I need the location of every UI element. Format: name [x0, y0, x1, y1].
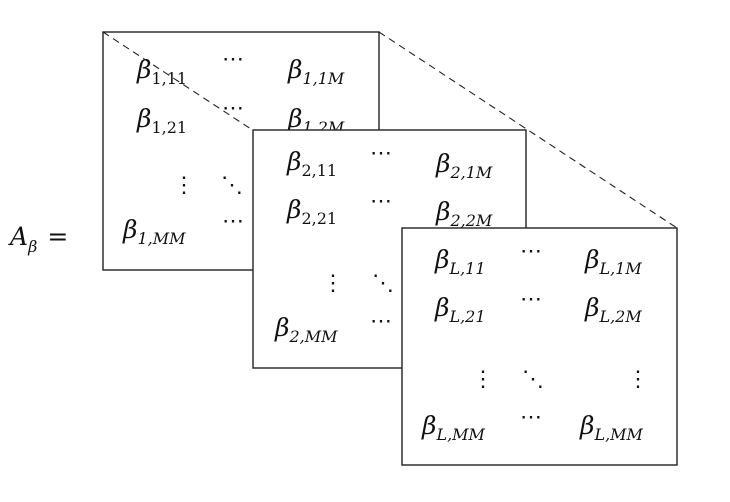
- matrix-L-entry-r1-c2: βL,1M: [584, 245, 642, 278]
- lhs-subscript: β: [27, 237, 37, 256]
- matrix-2-entries: β2,11 ⋯ β2,1M β2,21 ⋯ β2,2M ⋮ ⋱ β2,MM ⋯: [274, 141, 493, 346]
- matrix-1-hdots-r3: ⋯: [222, 209, 244, 234]
- matrix-L-entry-r2-c2: βL,2M: [584, 293, 642, 326]
- matrix-2-hdots-r3: ⋯: [370, 309, 392, 334]
- lhs-equals: =: [47, 222, 68, 251]
- matrix-2-entry-r3-c1: β2,MM: [274, 313, 338, 346]
- matrix-2-ddots: ⋱: [372, 271, 394, 296]
- matrix-2-vdots: ⋮: [322, 271, 344, 296]
- matrix-1-hdots-r2: ⋯: [222, 96, 244, 121]
- matrix-L-entry-r3-c1: βL,MM: [421, 411, 486, 444]
- matrix-1-hdots-r1: ⋯: [222, 47, 244, 72]
- matrix-L-hdots-r2: ⋯: [520, 287, 542, 312]
- matrix-panel-L: [401, 227, 678, 466]
- lhs-symbol: A: [8, 222, 28, 251]
- matrix-2-hdots-r2: ⋯: [370, 189, 392, 214]
- matrix-L-vdots-right: ⋮: [627, 367, 649, 392]
- matrix-2-entry-r1-c1: β2,11: [286, 147, 337, 180]
- matrix-L-hdots-r3: ⋯: [520, 405, 542, 430]
- matrix-L-ddots: ⋱: [522, 367, 544, 392]
- matrix-2-entry-r1-c2: β2,1M: [435, 149, 493, 182]
- matrix-2-entry-r2-c1: β2,21: [286, 195, 337, 228]
- matrix-1-entry-r2-c1: β1,21: [136, 104, 187, 137]
- matrix-1-entry-r3-c1: β1,MM: [122, 215, 186, 248]
- matrix-L-hdots-r1: ⋯: [520, 239, 542, 264]
- matrix-L-entry-r3-c2: βL,MM: [579, 411, 644, 444]
- matrix-2-hdots-r1: ⋯: [370, 141, 392, 166]
- matrix-L-vdots: ⋮: [472, 367, 494, 392]
- matrix-1-entry-r1-c1: β1,11: [136, 55, 187, 88]
- matrix-1-vdots: ⋮: [173, 173, 195, 198]
- matrix-1-ddots: ⋱: [221, 173, 243, 198]
- matrix-L-entries: βL,11 ⋯ βL,1M βL,21 ⋯ βL,2M ⋮ ⋱ ⋮ βL,MM …: [421, 239, 649, 444]
- lhs-label: Aβ =: [8, 222, 68, 256]
- matrix-2-entry-r2-c2: β2,2M: [435, 197, 493, 230]
- matrix-1-entries: β1,11 ⋯ β1,1M β1,21 ⋯ β1,2M ⋮ ⋱ β1,MM ⋯: [122, 47, 345, 248]
- matrix-1-entry-r1-c2: β1,1M: [287, 55, 345, 88]
- matrix-L-entry-r1-c1: βL,11: [434, 245, 486, 278]
- matrix-L-entry-r2-c1: βL,21: [434, 293, 486, 326]
